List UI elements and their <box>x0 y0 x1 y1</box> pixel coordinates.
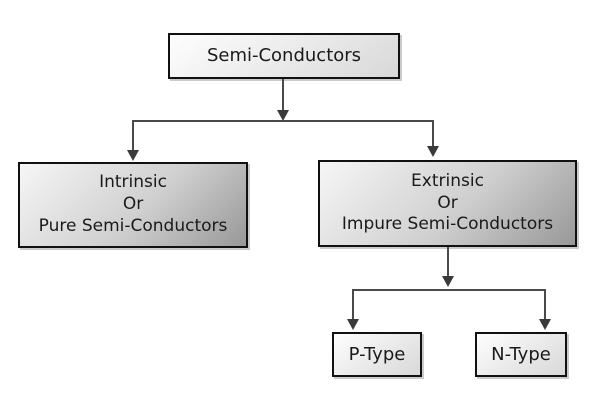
edge-level2-rail <box>352 289 546 291</box>
edge-level1-rail <box>132 120 434 122</box>
node-intrinsic-line3: Pure Semi-Conductors <box>38 215 228 236</box>
node-semi-conductors-label: Semi-Conductors <box>206 45 362 67</box>
edge-ntype-drop <box>544 289 546 320</box>
node-n-type: N-Type <box>475 332 567 377</box>
node-p-type-label: P-Type <box>348 343 406 365</box>
arrowhead-into-ntype-icon <box>539 319 551 330</box>
node-p-type: P-Type <box>332 332 422 377</box>
node-intrinsic: Intrinsic Or Pure Semi-Conductors <box>18 162 248 248</box>
node-extrinsic-line2: Or <box>437 192 458 213</box>
arrowhead-into-intrinsic-icon <box>127 150 139 161</box>
node-extrinsic-line1: Extrinsic <box>411 170 484 191</box>
edge-root-stem <box>282 79 284 110</box>
node-intrinsic-line2: Or <box>122 194 144 215</box>
node-n-type-label: N-Type <box>491 343 551 365</box>
node-extrinsic: Extrinsic Or Impure Semi-Conductors <box>318 160 577 247</box>
edge-intrinsic-drop <box>132 120 134 151</box>
edge-ptype-drop <box>352 289 354 320</box>
edge-extrinsic-stem <box>447 247 449 277</box>
arrowhead-root-split-icon <box>277 110 289 121</box>
arrowhead-into-ptype-icon <box>347 319 359 330</box>
edge-extrinsic-drop <box>432 120 434 147</box>
arrowhead-into-extrinsic-icon <box>427 146 439 157</box>
node-extrinsic-line3: Impure Semi-Conductors <box>341 214 554 235</box>
arrowhead-extrinsic-split-icon <box>442 276 454 287</box>
node-intrinsic-line1: Intrinsic <box>99 172 167 193</box>
node-semi-conductors: Semi-Conductors <box>168 33 400 79</box>
